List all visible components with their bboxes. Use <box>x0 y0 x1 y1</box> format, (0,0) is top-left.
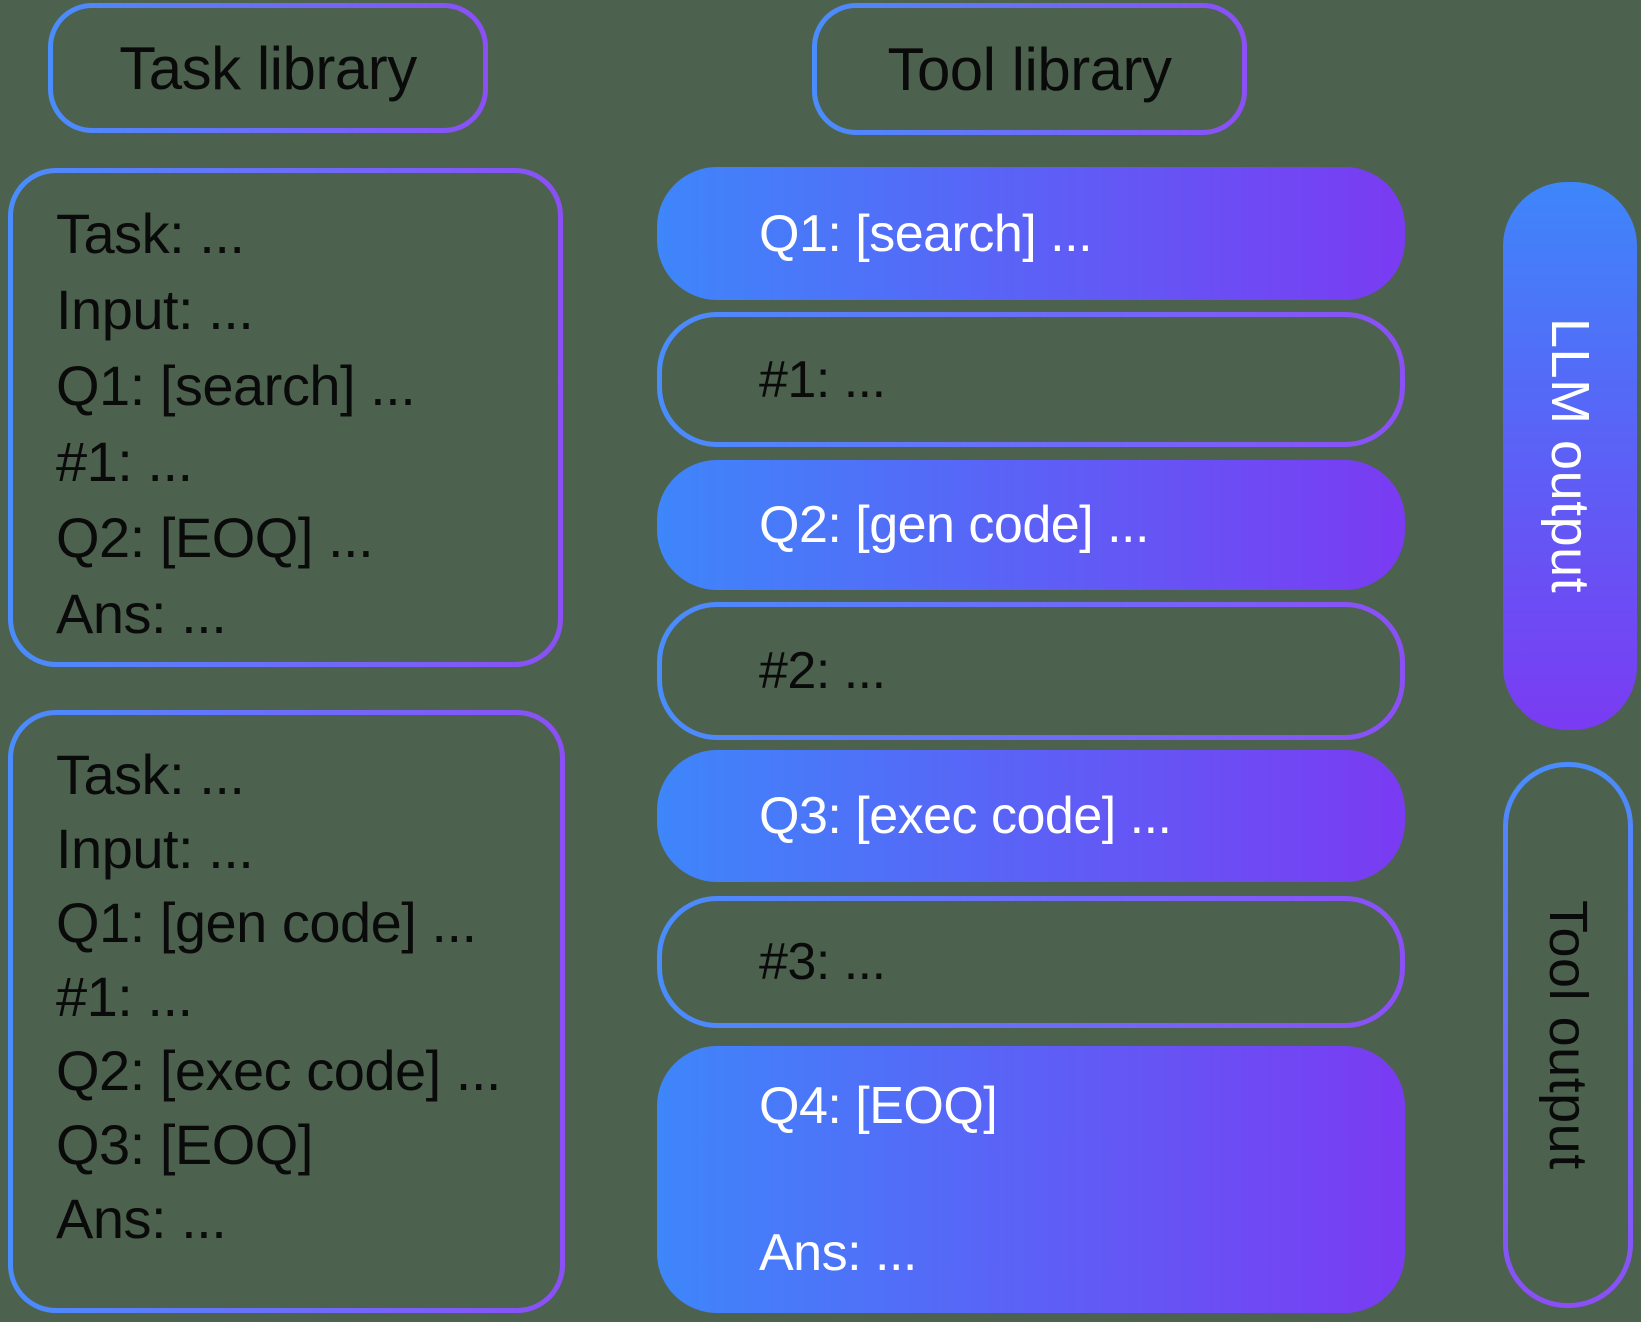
q2-line: Q2: [exec code] ... <box>56 1039 501 1102</box>
tool-result-box-2-content: #2: ... <box>657 602 1405 740</box>
task-line: Task: ... <box>56 743 245 806</box>
task-library-title-pill-fill <box>53 8 483 128</box>
tool-result-box-1-fill <box>662 317 1400 442</box>
input-line: Input: ... <box>56 817 254 880</box>
tool-result-box-3: #3: ... <box>657 896 1405 1028</box>
tool-result-box-1: #1: ... <box>657 312 1405 447</box>
q1-line: Q1: [gen code] ... <box>56 891 477 954</box>
tool-library-title-pill: Tool library <box>812 3 1247 135</box>
q1-line: Q1: [search] ... <box>56 354 416 417</box>
tool-query-box-q2: Q2: [gen code] ... <box>657 460 1405 590</box>
tool-output-badge-fill <box>1508 767 1628 1303</box>
tool-query-label: Q2: [gen code] ... <box>759 496 1149 554</box>
tool-result-label: #2: ... <box>759 642 886 700</box>
answer-line: Ans: ... <box>56 1187 227 1250</box>
task-example-box-2: Task: ... Input: ... Q1: [gen code] ... … <box>8 710 565 1313</box>
tool-query-label: Q1: [search] ... <box>759 204 1093 263</box>
task-library-title: Task library <box>119 34 417 102</box>
tool-query-box-q4-content: Q4: [EOQ] Ans: ... <box>657 1046 1405 1313</box>
task-line: Task: ... <box>56 202 245 265</box>
llm-output-badge: LLM output <box>1503 182 1637 730</box>
tool-output-label: Tool output <box>1538 900 1598 1170</box>
result-1-line: #1: ... <box>56 965 193 1028</box>
q2-line: Q2: [EOQ] ... <box>56 506 374 569</box>
task-example-box-1-fill <box>13 173 558 662</box>
tool-result-box-1-content: #1: ... <box>657 312 1405 447</box>
task-example-box-2-fill <box>13 715 560 1308</box>
tool-result-box-3-content: #3: ... <box>657 896 1405 1028</box>
tool-query-box-q1: Q1: [search] ... <box>657 167 1405 300</box>
tool-query-box-q2-content: Q2: [gen code] ... <box>657 460 1405 590</box>
llm-output-label: LLM output <box>1540 318 1600 594</box>
result-1-line: #1: ... <box>56 430 193 493</box>
answer-line: Ans: ... <box>56 582 227 645</box>
tool-query-box-q3: Q3: [exec code] ... <box>657 750 1405 882</box>
task-example-box-2-lines: Task: ... Input: ... Q1: [gen code] ... … <box>8 710 565 1313</box>
input-line: Input: ... <box>56 278 254 341</box>
tool-query-label: Q4: [EOQ] <box>759 1077 998 1135</box>
tool-result-box-2-fill <box>662 607 1400 735</box>
tool-result-label: #1: ... <box>759 350 886 409</box>
task-example-box-1-lines: Task: ... Input: ... Q1: [search] ... #1… <box>8 168 563 667</box>
task-library-title-pill: Task library <box>48 3 488 133</box>
tool-library-title: Tool library <box>887 35 1172 103</box>
q3-line: Q3: [EOQ] <box>56 1113 313 1176</box>
answer-label: Ans: ... <box>759 1224 917 1282</box>
task-example-box-1: Task: ... Input: ... Q1: [search] ... #1… <box>8 168 563 667</box>
tool-query-label: Q3: [exec code] ... <box>759 787 1172 845</box>
tool-query-box-q3-content: Q3: [exec code] ... <box>657 750 1405 882</box>
tool-result-label: #3: ... <box>759 933 886 991</box>
tool-output-badge: Tool output <box>1503 762 1633 1308</box>
tool-library-title-pill-fill <box>817 8 1242 130</box>
tool-result-box-2: #2: ... <box>657 602 1405 740</box>
tool-result-box-3-fill <box>662 901 1400 1023</box>
tool-query-box-q1-content: Q1: [search] ... <box>657 167 1405 300</box>
tool-query-box-q4: Q4: [EOQ] Ans: ... <box>657 1046 1405 1313</box>
